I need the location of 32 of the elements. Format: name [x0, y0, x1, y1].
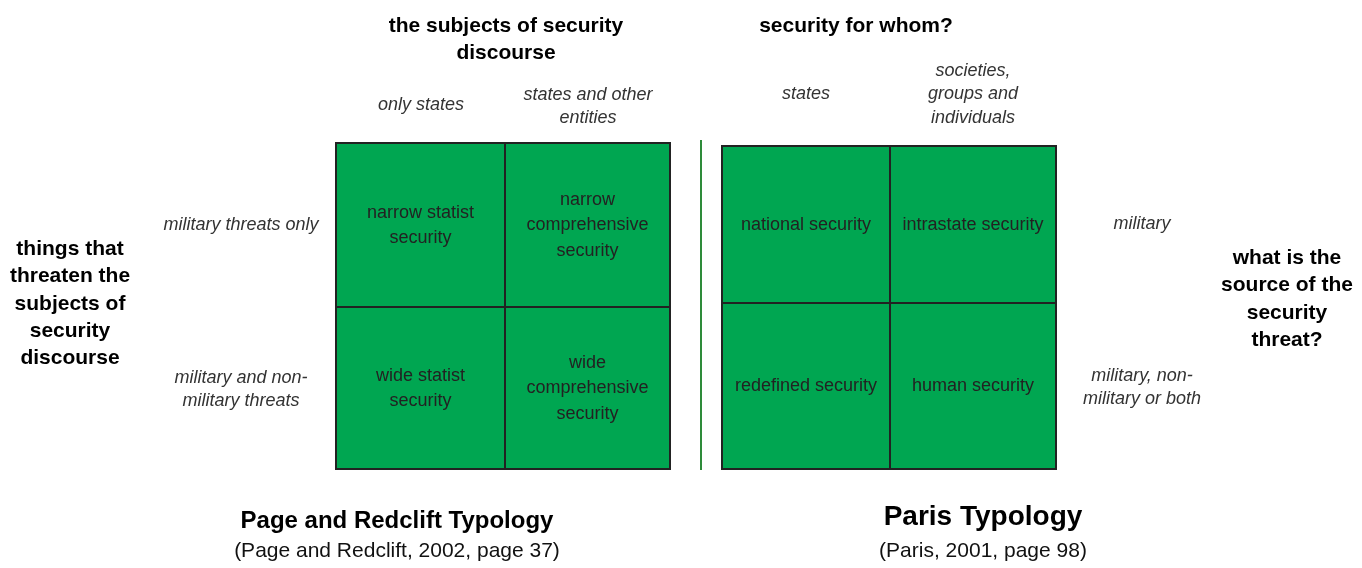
cell-text: wide comprehensive security: [525, 351, 650, 425]
cell-text: human security: [911, 374, 1035, 398]
column-label: societies, groups and individuals: [926, 58, 1020, 129]
typology-title: Page and Redclift Typology: [239, 505, 555, 536]
cell-text: wide statist security: [374, 363, 466, 412]
column-label: only states: [376, 93, 465, 117]
matrix-cell: [721, 302, 891, 470]
matrix-cell: [335, 306, 506, 470]
matrix-cell: [335, 142, 506, 308]
matrix-cell: [504, 142, 671, 308]
column-heading: the subjects of security discourse: [387, 11, 625, 65]
column-label: states: [781, 82, 831, 106]
cell-text: intrastate security: [902, 212, 1044, 236]
matrix-cell: [889, 145, 1057, 304]
citation: (Paris, 2001, page 98): [878, 537, 1088, 564]
citation: (Page and Redclift, 2002, page 37): [233, 537, 561, 564]
row-label: military and non-military threats: [173, 365, 309, 412]
row-heading: what is the source of the security threat?: [1220, 244, 1354, 353]
column-heading: security for whom?: [758, 12, 954, 39]
typology-title: Paris Typology: [882, 498, 1084, 533]
cell-text: redefined security: [734, 374, 878, 398]
column-label: states and other entities: [522, 82, 654, 129]
row-label: military threats only: [162, 213, 320, 237]
matrix-cell: [721, 145, 891, 304]
row-heading: things that threaten the subjects of security discourse: [8, 234, 132, 370]
cell-text: national security: [740, 212, 872, 236]
row-label: military: [1112, 212, 1172, 236]
matrix-cell: [889, 302, 1057, 470]
cell-text: narrow comprehensive security: [525, 188, 650, 262]
row-label: military, non-military or both: [1081, 363, 1202, 410]
cell-text: narrow statist security: [365, 200, 475, 249]
matrix-cell: [504, 306, 671, 470]
